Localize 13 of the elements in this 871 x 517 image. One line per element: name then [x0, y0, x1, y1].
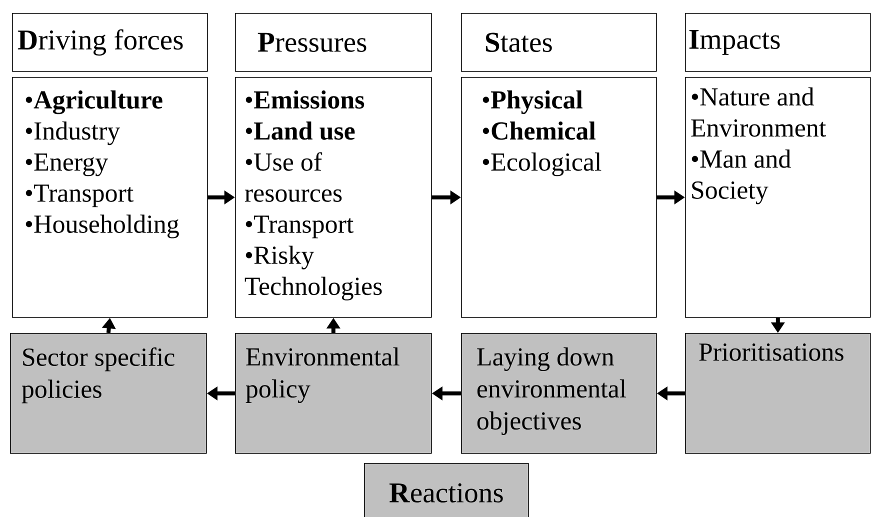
list-box: •Emissions •Land use •Use of resources •Transport •Risky Technologies [235, 77, 432, 318]
action-box: Laying down environmental objectives [461, 333, 657, 454]
action-box: Prioritisations [685, 333, 871, 454]
heading-box: Driving forces [12, 13, 208, 72]
heading-box: Impacts [685, 13, 871, 72]
heading-box: States [461, 13, 657, 72]
list-box: •Agriculture •Industry •Energy •Transport •Householding [12, 77, 208, 318]
heading-box: Pressures [235, 13, 432, 72]
list-box: •Nature and Environment •Man and Society [685, 77, 871, 318]
action-box: Environmental policy [235, 333, 432, 454]
heading-box: Reactions [364, 463, 529, 517]
list-box: •Physical •Chemical •Ecological [461, 77, 657, 318]
action-box: Sector specific policies [10, 333, 207, 454]
